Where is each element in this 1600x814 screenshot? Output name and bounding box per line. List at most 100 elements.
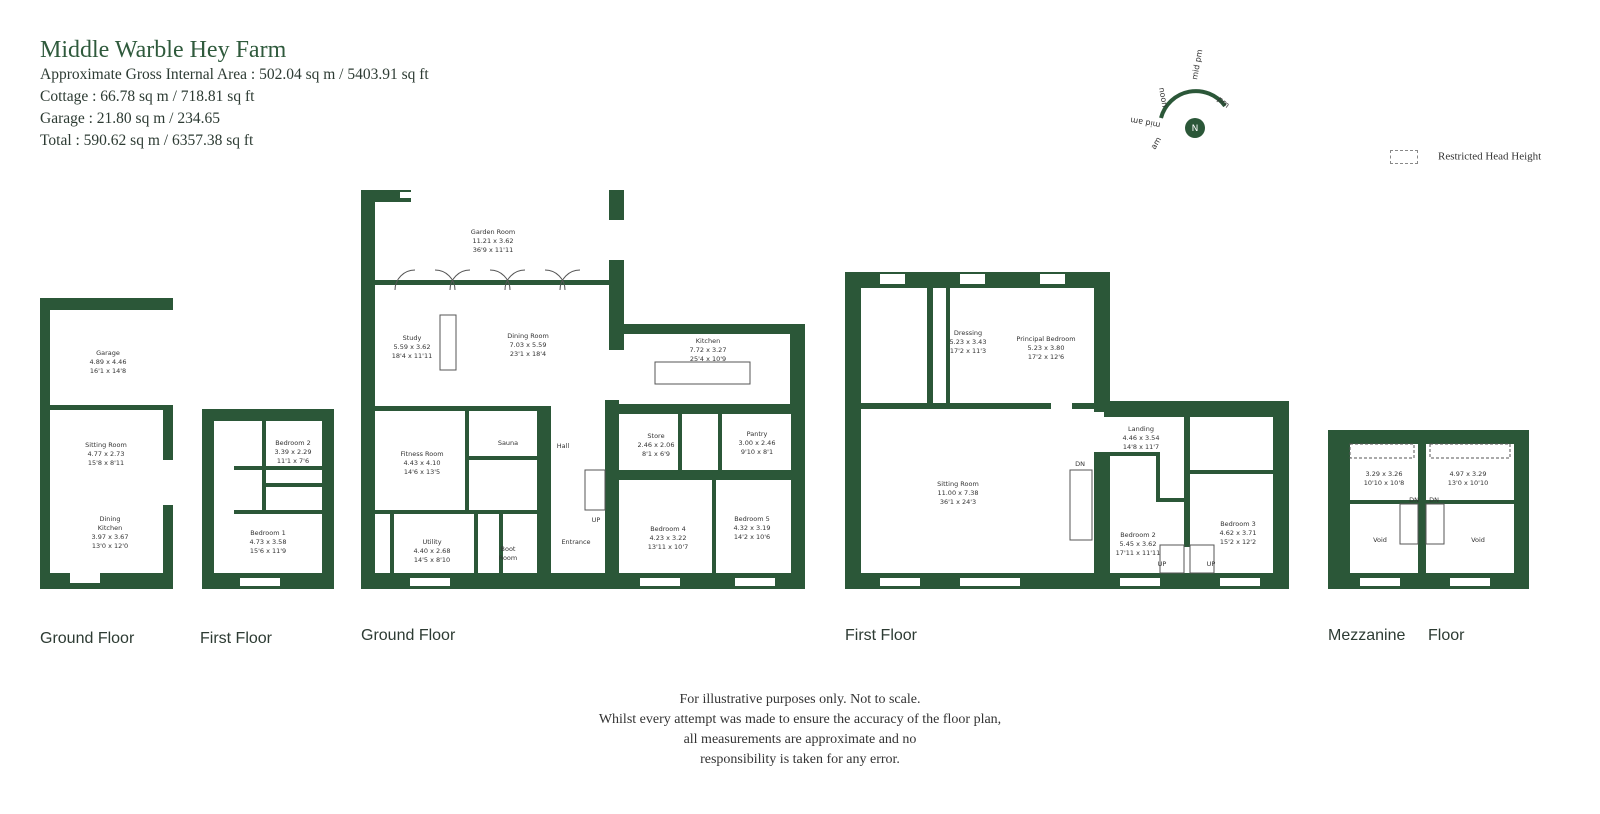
compass-north: N [1192,124,1199,134]
total-area: Total : 590.62 sq m / 6357.38 sq ft [40,132,254,149]
svg-text:14'6 x 13'5: 14'6 x 13'5 [404,468,440,476]
gross-area: Approximate Gross Internal Area : 502.04… [40,66,429,83]
svg-text:15'6 x 11'9: 15'6 x 11'9 [250,547,286,555]
garage-area: Garage : 21.80 sq m / 234.65 [40,110,220,127]
svg-text:4.32 x 3.19: 4.32 x 3.19 [734,524,771,532]
svg-text:5.59 x 3.62: 5.59 x 3.62 [394,343,431,351]
disclaimer-line-2: Whilst every attempt was made to ensure … [598,712,1002,727]
header: Middle Warble Hey Farm Approximate Gross… [40,36,429,152]
svg-text:9'10 x 8'1: 9'10 x 8'1 [741,448,773,456]
compass-icon: N mid pm pm noon mid am am [1129,49,1232,152]
svg-text:5.45 x 3.62: 5.45 x 3.62 [1120,540,1157,548]
svg-text:5.23 x 3.43: 5.23 x 3.43 [950,338,987,346]
cottage-area: Cottage : 66.78 sq m / 718.81 sq ft [40,88,255,105]
svg-text:Boot: Boot [501,545,516,553]
svg-text:Sitting Room: Sitting Room [937,480,979,488]
svg-text:Garage: Garage [96,349,120,357]
svg-text:14'5 x 8'10: 14'5 x 8'10 [414,556,450,564]
svg-text:7.72 x 3.27: 7.72 x 3.27 [690,346,727,354]
svg-text:Room: Room [499,554,518,562]
svg-text:15'8 x 8'11: 15'8 x 8'11 [88,459,124,467]
svg-text:36'9 x 11'11: 36'9 x 11'11 [473,246,514,254]
svg-text:Garden Room: Garden Room [471,228,515,236]
legend: Restricted Head Height [1390,150,1541,164]
mezzanine-walls [1328,430,1529,589]
svg-text:13'0 x 12'0: 13'0 x 12'0 [92,542,128,550]
label-mezzanine: Mezzanine [1328,627,1406,644]
svg-text:Dining: Dining [100,515,121,523]
svg-text:4.73 x 3.58: 4.73 x 3.58 [250,538,287,546]
svg-text:36'1 x 24'3: 36'1 x 24'3 [940,498,976,506]
svg-text:4.40 x 2.68: 4.40 x 2.68 [414,547,451,555]
svg-text:11.00 x 7.38: 11.00 x 7.38 [937,489,978,497]
svg-text:Study: Study [403,334,422,342]
svg-text:DN: DN [1409,496,1419,504]
svg-text:17'2 x 11'3: 17'2 x 11'3 [950,347,986,355]
svg-text:Bedroom 5: Bedroom 5 [734,515,770,523]
svg-text:23'1 x 18'4: 23'1 x 18'4 [510,350,546,358]
svg-text:Bedroom 4: Bedroom 4 [650,525,686,533]
svg-text:Void: Void [1373,536,1387,544]
cottage-first-floor-walls [202,409,334,589]
property-title: Middle Warble Hey Farm [40,37,287,63]
room-entrance: Entrance [561,538,590,546]
svg-text:3.00 x 2.46: 3.00 x 2.46 [739,439,776,447]
svg-text:13'11 x 10'7: 13'11 x 10'7 [648,543,689,551]
void-left: Void [1373,536,1387,544]
svg-text:Kitchen: Kitchen [98,524,122,532]
svg-text:Sitting Room: Sitting Room [85,441,127,449]
label-first-floor: First Floor [845,627,917,644]
svg-text:16'1 x 14'8: 16'1 x 14'8 [90,367,126,375]
stairs-up-ground: UP [592,516,601,524]
compass-am: am [1149,135,1163,151]
restricted-head-height-swatch [1390,150,1418,164]
disclaimer-line-1: For illustrative purposes only. Not to s… [679,692,921,707]
svg-text:13'0 x 10'10: 13'0 x 10'10 [1448,479,1489,487]
svg-text:UP: UP [592,516,601,524]
svg-text:Kitchen: Kitchen [696,337,720,345]
svg-text:Dining Room: Dining Room [507,332,549,340]
svg-text:14'8 x 11'7: 14'8 x 11'7 [1123,443,1159,451]
svg-text:Sauna: Sauna [498,439,518,447]
svg-text:Bedroom 2: Bedroom 2 [1120,531,1156,539]
compass-mid-am: mid am [1129,116,1161,130]
svg-text:15'2 x 12'2: 15'2 x 12'2 [1220,538,1256,546]
compass-noon: noon [1157,87,1169,108]
label-cottage-first-floor: First Floor [200,630,272,647]
svg-text:18'4 x 11'11: 18'4 x 11'11 [392,352,433,360]
svg-text:Entrance: Entrance [561,538,590,546]
svg-text:14'2 x 10'6: 14'2 x 10'6 [734,533,770,541]
label-cottage-ground-floor: Ground Floor [40,630,135,647]
svg-text:Utility: Utility [422,538,441,546]
svg-text:Bedroom 2: Bedroom 2 [275,439,311,447]
svg-text:UP: UP [1158,560,1167,568]
legend-label: Restricted Head Height [1438,150,1542,163]
svg-text:4.62 x 3.71: 4.62 x 3.71 [1220,529,1257,537]
svg-text:Bedroom 1: Bedroom 1 [250,529,286,537]
stairs-down-mezz-1: DN [1409,496,1419,504]
void-right: Void [1471,536,1485,544]
svg-text:2.46 x 2.06: 2.46 x 2.06 [638,441,675,449]
room-sauna: Sauna [498,439,518,447]
